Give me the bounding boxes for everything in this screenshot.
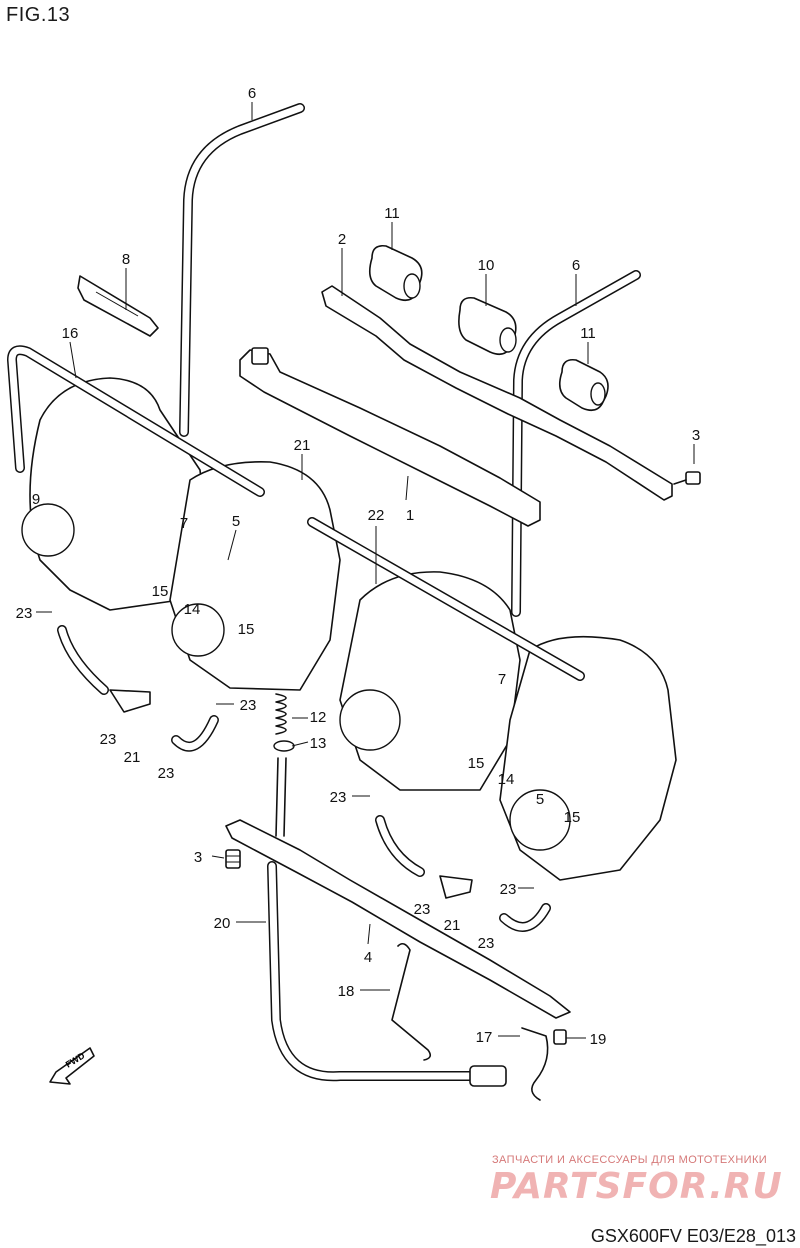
callout-15-a: 15	[152, 583, 169, 600]
callout-5-lower: 5	[536, 791, 544, 808]
callout-17: 17	[476, 1029, 493, 1046]
part-1-bracket-rod	[239, 347, 541, 527]
callout-23-e: 23	[330, 789, 347, 806]
carburetor-3	[339, 571, 521, 791]
callout-2: 2	[338, 231, 346, 248]
fwd-arrow-icon: FWD	[49, 1047, 95, 1085]
part-17-spring-clip	[521, 1027, 549, 1101]
carburetor-2	[169, 461, 341, 691]
part-20-cable	[267, 861, 507, 1087]
callout-11-upper: 11	[384, 205, 400, 222]
callout-23-a: 23	[16, 605, 33, 622]
callout-14-right: 14	[498, 771, 515, 788]
figure-code: GSX600FV E03/E28_013	[590, 1226, 796, 1246]
part-16-fuel-pipe	[7, 345, 265, 497]
figure-title: FIG.13	[6, 4, 71, 26]
callout-4: 4	[364, 949, 372, 966]
callout-14-left: 14	[184, 601, 201, 618]
callout-3-lower: 3	[194, 849, 202, 866]
callout-5-upper: 5	[232, 513, 240, 530]
callout-6-right: 6	[572, 257, 580, 274]
callout-3-upper: 3	[692, 427, 700, 444]
callout-12: 12	[310, 709, 327, 726]
callout-15-c: 15	[468, 755, 485, 772]
part-8-bracket	[77, 275, 159, 337]
callout-23-h: 23	[478, 935, 495, 952]
watermark-tagline: ЗАПЧАСТИ И АКСЕССУАРЫ ДЛЯ МОТОТЕХНИКИ	[492, 1154, 768, 1166]
callout-16: 16	[62, 325, 79, 342]
callout-20: 20	[214, 915, 231, 932]
callout-15-d: 15	[564, 809, 581, 826]
callout-21-left: 21	[124, 749, 141, 766]
part-22-fuel-pipe	[307, 517, 585, 681]
callout-leaders	[36, 102, 695, 1039]
callout-7-left: 7	[180, 515, 188, 532]
callout-13: 13	[310, 735, 327, 752]
part-3-bolt-upper	[673, 471, 701, 485]
callout-23-f: 23	[500, 881, 517, 898]
part-13-washer	[273, 740, 295, 752]
part-21-joint-right	[375, 815, 551, 932]
callout-23-c: 23	[100, 731, 117, 748]
part-3-bolt-lower	[225, 849, 241, 869]
part-11-cap-lower	[558, 358, 609, 412]
part-10-cap	[458, 296, 517, 356]
part-12-spring	[275, 693, 287, 735]
part-2-bracket-plate	[321, 285, 673, 501]
callout-21-right: 21	[444, 917, 461, 934]
part-4-lower-bracket	[225, 819, 571, 1019]
part-6-left-tube	[179, 103, 305, 437]
carburetor-4	[499, 635, 677, 881]
watermark-logo: PARTSFOR.RU	[490, 1166, 783, 1207]
callout-6-left: 6	[248, 85, 256, 102]
part-11-cap-upper	[368, 244, 423, 302]
callout-1: 1	[406, 507, 414, 524]
callout-23-b: 23	[240, 697, 257, 714]
callout-11-lower: 11	[580, 325, 596, 342]
callout-23-d: 23	[158, 765, 175, 782]
callout-23-g: 23	[414, 901, 431, 918]
part-21-joint-left	[57, 625, 151, 713]
part-18-wire	[391, 942, 432, 1061]
callout-15-b: 15	[238, 621, 255, 638]
callout-19: 19	[590, 1031, 607, 1048]
callout-10: 10	[478, 257, 495, 274]
part-6-right-tube	[511, 270, 641, 617]
callout-labels: 6 6 8 16 2 11 10 11 3 21 1 22 9 7 5 15 1…	[16, 85, 701, 1048]
callout-22: 22	[368, 507, 385, 524]
callout-7-right: 7	[498, 671, 506, 688]
callout-21-top: 21	[294, 437, 311, 454]
part-19-screw	[553, 1029, 567, 1045]
pilot-screw	[275, 757, 287, 837]
callout-8: 8	[122, 251, 130, 268]
part-21-joint-center	[171, 715, 219, 752]
callout-18: 18	[338, 983, 355, 1000]
callout-9: 9	[32, 491, 40, 508]
